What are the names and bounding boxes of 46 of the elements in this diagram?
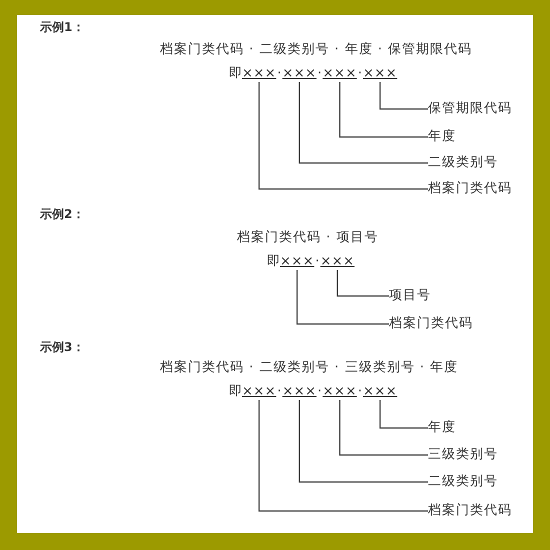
callout-label: 年度 (428, 129, 456, 145)
fill-in-line: ××× (322, 66, 357, 82)
leader-line (298, 400, 428, 483)
leader-line (258, 82, 428, 190)
code-format-text: 档案门类代码 · 项目号 (237, 230, 378, 246)
prefix-text: 即 (229, 384, 242, 400)
prefix-text: 即 (229, 66, 242, 82)
fill-in-line: ××× (242, 66, 276, 82)
leader-line (258, 400, 428, 512)
leader-line (296, 270, 389, 325)
separator-dot: · (356, 66, 363, 82)
fill-in-line: ××× (362, 66, 398, 82)
leader-line (379, 400, 428, 429)
fill-in-line: ××× (322, 384, 357, 400)
fill-in-line: ××× (242, 384, 276, 400)
callout-label: 年度 (428, 420, 456, 436)
leader-line (336, 270, 389, 297)
separator-dot: · (276, 384, 282, 400)
callout-label: 档案门类代码 (428, 503, 512, 519)
fill-in-line: ××× (362, 384, 398, 400)
callout-label: 三级类别号 (428, 447, 498, 463)
leader-line (339, 82, 428, 138)
callout-label: 档案门类代码 (389, 316, 473, 332)
fill-in-line: ××× (282, 66, 317, 82)
separator-dot: · (316, 66, 323, 82)
separator-dot: · (276, 66, 282, 82)
code-format-text: 档案门类代码 · 二级类别号 · 年度 · 保管期限代码 (160, 42, 472, 58)
callout-label: 二级类别号 (428, 474, 498, 490)
example-heading: 示例3： (40, 339, 84, 355)
prefix-text: 即 (267, 254, 280, 270)
fill-in-line: ××× (320, 254, 355, 270)
example-heading: 示例2： (40, 206, 84, 222)
code-format-text: 档案门类代码 · 二级类别号 · 三级类别号 · 年度 (160, 360, 458, 376)
callout-label: 保管期限代码 (428, 101, 512, 117)
callout-label: 项目号 (389, 288, 431, 304)
fill-in-line: ××× (282, 384, 317, 400)
separator-dot: · (316, 384, 323, 400)
separator-dot: · (356, 384, 363, 400)
leader-line (379, 82, 428, 110)
fill-in-line: ××× (280, 254, 314, 270)
callout-label: 二级类别号 (428, 155, 498, 171)
leader-line (339, 400, 428, 456)
leader-line (298, 82, 428, 164)
example-heading: 示例1： (40, 19, 84, 35)
callout-label: 档案门类代码 (428, 181, 512, 197)
separator-dot: · (314, 254, 320, 270)
